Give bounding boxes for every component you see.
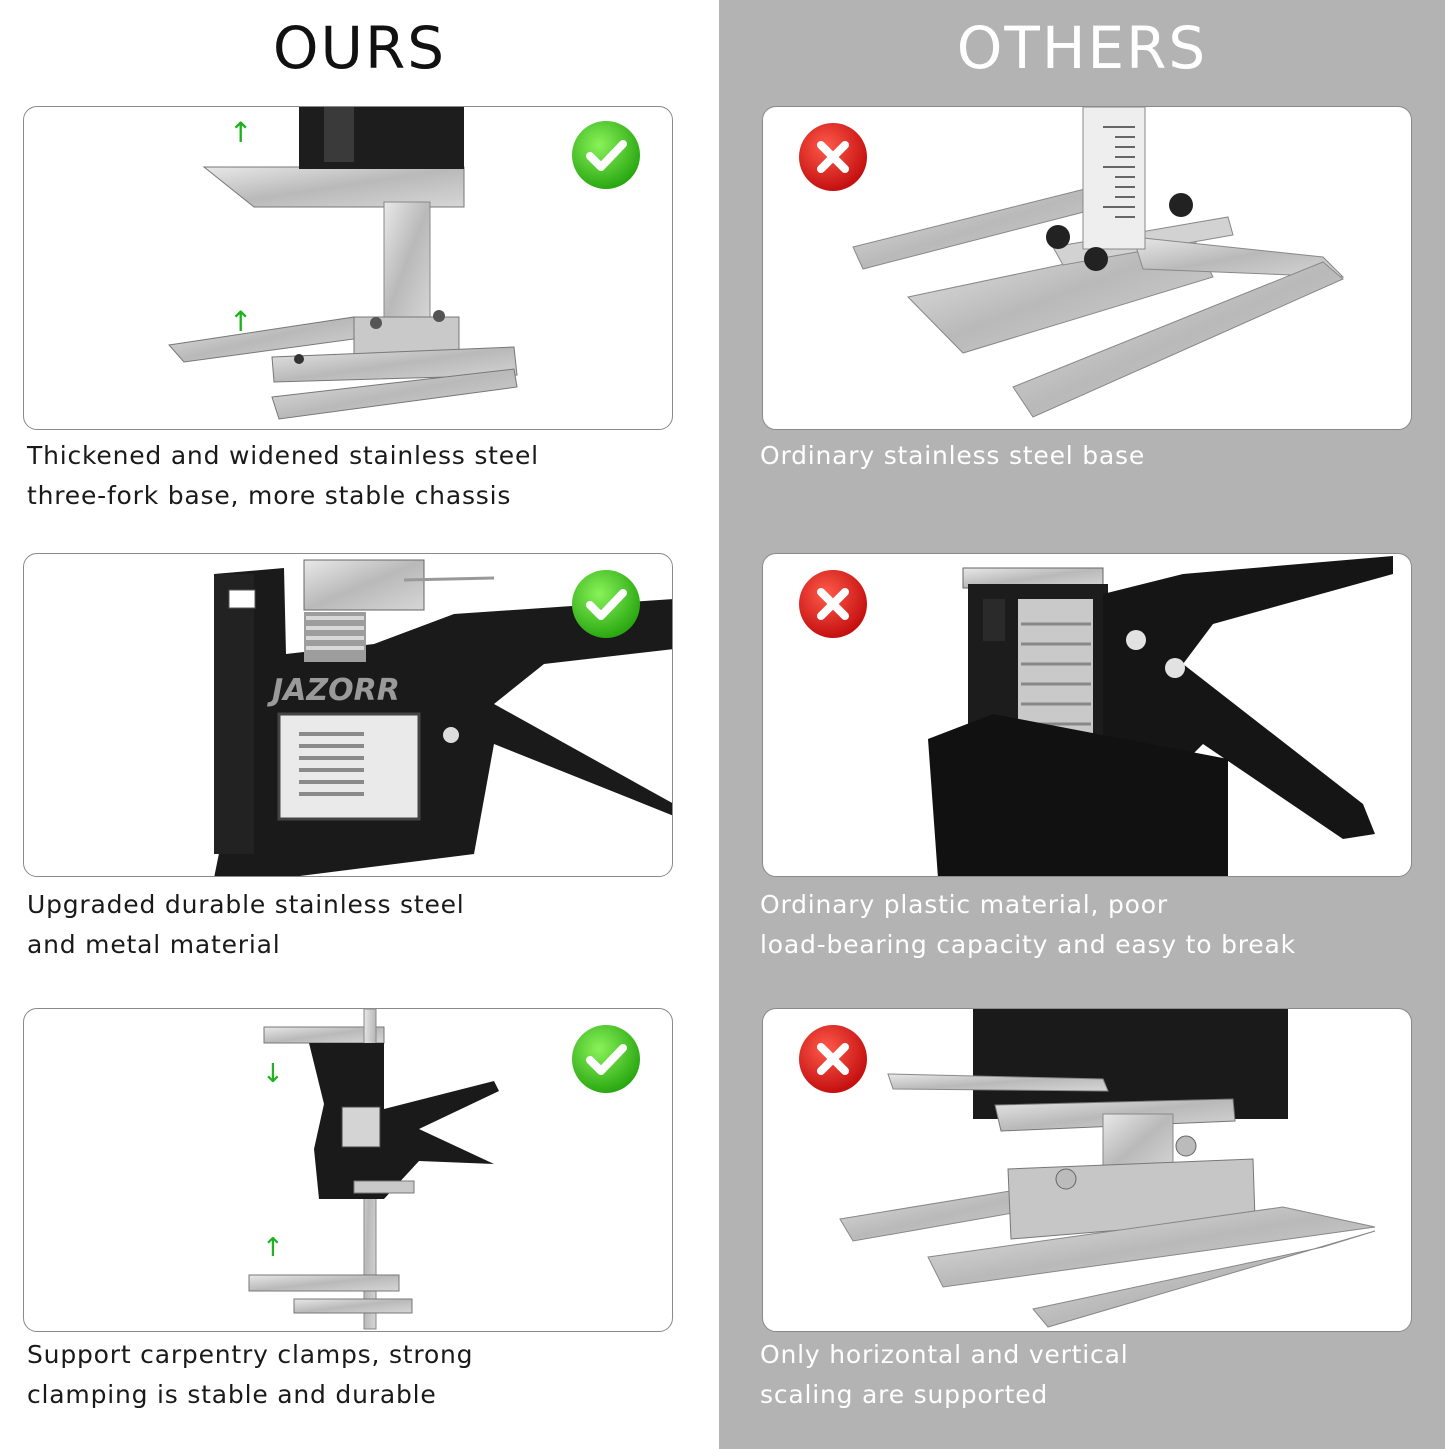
cross-icon: [797, 1023, 869, 1095]
up-arrow-icon: ↑: [262, 1233, 284, 1263]
others-panel-2: [762, 553, 1412, 877]
brand-logo: JAZORR: [267, 673, 400, 708]
up-arrow-icon: ↑: [229, 116, 252, 149]
ours-panel-3: ↓ ↑: [23, 1008, 673, 1332]
ours-panel-1: ↑ ↑: [23, 106, 673, 430]
jazorr-lifter-image: JAZORR: [214, 559, 672, 876]
cross-icon: [797, 121, 869, 193]
check-icon: [570, 119, 642, 191]
ours-heading: OURS: [272, 14, 447, 82]
check-icon: [570, 568, 642, 640]
scaling-base-image: [839, 1009, 1376, 1328]
others-panel-1: [762, 106, 1412, 430]
up-arrow-icon: ↑: [229, 305, 252, 338]
ours-panel-2: JAZORR: [23, 553, 673, 877]
plastic-lifter-image: [928, 556, 1393, 876]
three-fork-base-image: ↑ ↑: [168, 107, 518, 420]
ours-column: OURS ↑ ↑ Thickened and widened stainless…: [0, 0, 719, 1449]
others-column: OTHERS Ordinary stainless steel ba: [719, 0, 1445, 1449]
others-panel-3: [762, 1008, 1412, 1332]
others-caption-3: Only horizontal and vertical scaling are…: [760, 1340, 1129, 1409]
ours-caption-1: Thickened and widened stainless steel th…: [27, 441, 539, 510]
carpentry-clamp-image: ↓ ↑: [248, 1009, 499, 1330]
down-arrow-icon: ↓: [262, 1059, 284, 1089]
ours-caption-2: Upgraded durable stainless steel and met…: [27, 890, 465, 959]
others-heading: OTHERS: [956, 14, 1208, 82]
others-caption-2: Ordinary plastic material, poor load-bea…: [760, 890, 1296, 959]
others-caption-1: Ordinary stainless steel base: [760, 441, 1146, 470]
cross-icon: [797, 568, 869, 640]
check-icon: [570, 1023, 642, 1095]
ordinary-base-image: [852, 107, 1345, 418]
ours-caption-3: Support carpentry clamps, strong clampin…: [27, 1340, 474, 1409]
